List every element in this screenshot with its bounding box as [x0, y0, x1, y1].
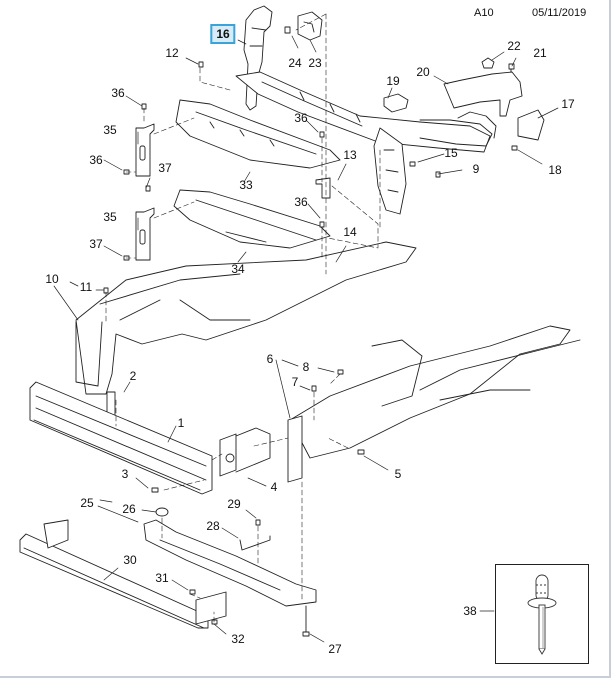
callout-30[interactable]: 30	[123, 553, 137, 567]
callout-22[interactable]: 22	[507, 39, 521, 53]
callout-8[interactable]: 8	[302, 360, 310, 374]
callout-29[interactable]: 29	[227, 497, 241, 511]
callout-12[interactable]: 12	[165, 46, 179, 60]
callout-9[interactable]: 9	[472, 162, 480, 176]
part-27-bolt	[302, 605, 310, 637]
callout-6[interactable]: 6	[266, 352, 274, 366]
part-1-bumper-beam	[29, 381, 213, 495]
callout-36-mid[interactable]: 36	[89, 153, 103, 167]
callout-35-lower[interactable]: 35	[103, 210, 117, 224]
callout-15[interactable]: 15	[444, 146, 458, 160]
part-30-lower-bumper-beam	[19, 519, 227, 629]
callout-2[interactable]: 2	[129, 369, 137, 383]
callout-28[interactable]: 28	[206, 519, 220, 533]
callout-23[interactable]: 23	[308, 56, 322, 70]
callout-36-center[interactable]: 36	[294, 111, 308, 125]
part-25-crossmember	[143, 519, 317, 607]
callout-38[interactable]: 38	[463, 604, 477, 618]
fasteners	[103, 61, 518, 625]
callout-24[interactable]: 24	[288, 56, 302, 70]
callout-27[interactable]: 27	[328, 642, 342, 656]
callout-19[interactable]: 19	[386, 74, 400, 88]
part-24-bolt	[284, 26, 291, 34]
leader-lines	[53, 35, 559, 643]
part-22-clip	[481, 57, 495, 69]
callout-35-upper[interactable]: 35	[103, 123, 117, 137]
callout-18[interactable]: 18	[548, 163, 562, 177]
part-20-bracket	[443, 71, 523, 117]
callout-32[interactable]: 32	[231, 632, 245, 646]
part-23-bracket	[297, 11, 323, 41]
rivet-icon	[527, 574, 557, 655]
part-17-bracket	[517, 109, 545, 141]
callout-4[interactable]: 4	[270, 480, 278, 494]
part-10-frame-rail-left	[75, 241, 417, 395]
callout-25[interactable]: 25	[80, 496, 94, 510]
callout-37-lower[interactable]: 37	[89, 237, 103, 251]
callout-13[interactable]: 13	[343, 148, 357, 162]
callout-21[interactable]: 21	[533, 46, 547, 60]
callout-20[interactable]: 20	[416, 65, 430, 79]
callout-34[interactable]: 34	[231, 262, 245, 276]
section-code: A10	[474, 7, 494, 19]
part-28-bracket	[239, 535, 271, 551]
part-4-crush-can	[219, 427, 271, 477]
callout-33[interactable]: 33	[239, 178, 253, 192]
phantom-lines	[105, 13, 381, 623]
callout-17[interactable]: 17	[561, 97, 575, 111]
callout-37-upper[interactable]: 37	[158, 161, 172, 175]
part-35-bracket-upper	[135, 123, 155, 177]
part-radiator-support-upper	[235, 5, 497, 215]
inset-rivet-detail	[495, 564, 589, 664]
part-19-clip	[383, 93, 409, 113]
part-35-bracket-lower	[135, 207, 155, 261]
part-6-frame-rail-right	[287, 325, 581, 483]
callout-11[interactable]: 11	[79, 280, 93, 294]
callout-16-highlighted[interactable]: 16	[210, 24, 236, 44]
diagram-date: 05/11/2019	[532, 7, 587, 19]
callout-36-upper[interactable]: 36	[111, 86, 125, 100]
part-33-air-baffle	[175, 99, 341, 169]
callout-31[interactable]: 31	[155, 571, 169, 585]
callout-3[interactable]: 3	[121, 467, 129, 481]
callout-10[interactable]: 10	[45, 272, 59, 286]
callout-36-lower[interactable]: 36	[294, 195, 308, 209]
part-34-lower-baffle	[173, 189, 331, 249]
callout-26[interactable]: 26	[122, 502, 136, 516]
callout-14[interactable]: 14	[343, 225, 357, 239]
callout-5[interactable]: 5	[394, 467, 402, 481]
callout-7[interactable]: 7	[291, 375, 299, 389]
callout-1[interactable]: 1	[177, 416, 185, 430]
part-26-nut	[155, 507, 169, 517]
part-13-bracket	[315, 177, 331, 199]
